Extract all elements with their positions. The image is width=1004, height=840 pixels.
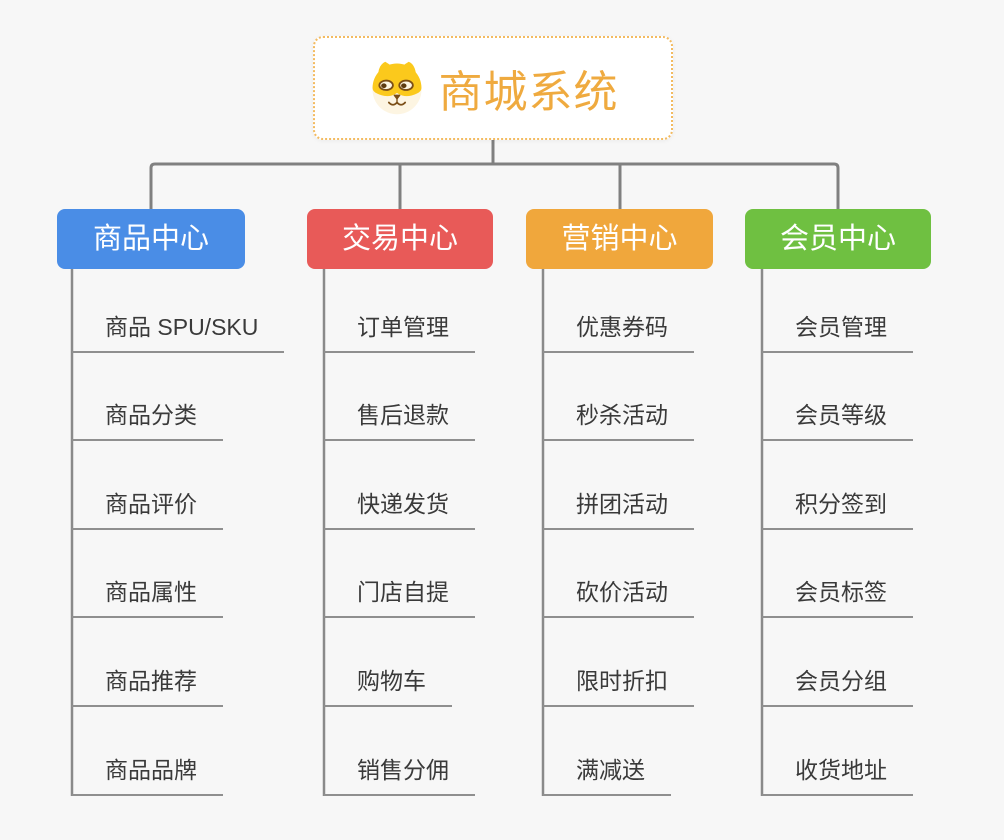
root-title: 商城系统: [438, 68, 619, 117]
leaf-item[interactable]: 积分签到: [762, 490, 913, 530]
leaf-item[interactable]: 商品分类: [72, 401, 223, 441]
leaf-item[interactable]: 限时折扣: [543, 667, 694, 707]
leaf-item[interactable]: 快递发货: [324, 490, 475, 530]
leaf-item[interactable]: 会员管理: [762, 313, 913, 353]
leaf-item[interactable]: 商品属性: [72, 578, 223, 618]
leaf-item[interactable]: 订单管理: [324, 313, 475, 353]
leaf-item[interactable]: 砍价活动: [543, 578, 694, 618]
bus-connector: [149, 162, 840, 210]
leaf-item[interactable]: 商品 SPU/SKU: [72, 313, 285, 353]
leaf-item[interactable]: 购物车: [324, 667, 452, 707]
branch-node-trade-center[interactable]: 交易中心: [307, 209, 493, 269]
leaf-item[interactable]: 会员标签: [762, 578, 913, 618]
leaf-item[interactable]: 售后退款: [324, 401, 475, 441]
leaf-item[interactable]: 满减送: [543, 756, 671, 796]
leaf-item[interactable]: 门店自提: [324, 578, 475, 618]
leaf-item[interactable]: 商品推荐: [72, 667, 223, 707]
leaf-item[interactable]: 会员等级: [762, 401, 913, 441]
shiba-dog-face-icon: [372, 61, 421, 115]
branch-node-member-center[interactable]: 会员中心: [745, 209, 931, 269]
leaf-item[interactable]: 商品评价: [72, 490, 223, 530]
leaf-item[interactable]: 秒杀活动: [543, 401, 694, 441]
leaf-item[interactable]: 优惠券码: [543, 313, 694, 353]
leaf-item[interactable]: 销售分佣: [324, 756, 475, 796]
leaf-item[interactable]: 商品品牌: [72, 756, 223, 796]
leaf-item[interactable]: 会员分组: [762, 667, 913, 707]
leaf-item[interactable]: 拼团活动: [543, 490, 694, 530]
branch-node-product-center[interactable]: 商品中心: [57, 209, 245, 269]
leaf-item[interactable]: 收货地址: [762, 756, 913, 796]
root-node[interactable]: 商城系统: [313, 36, 673, 140]
branch-node-marketing-center[interactable]: 营销中心: [526, 209, 713, 269]
